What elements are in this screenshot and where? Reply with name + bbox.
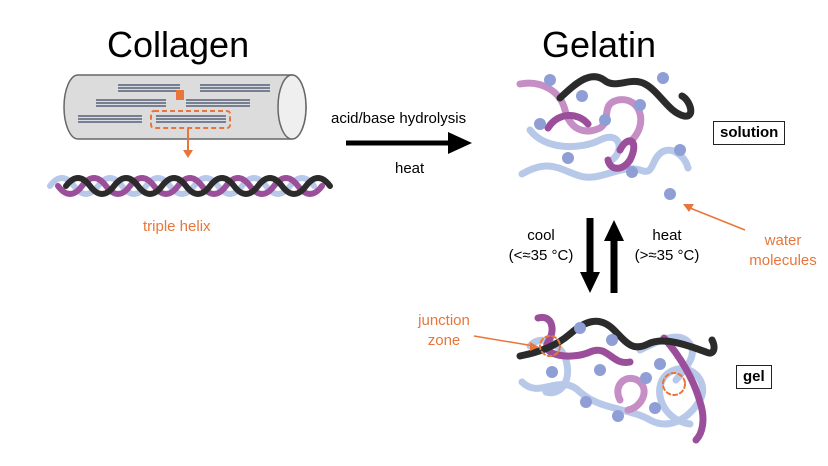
hydrolysis-arrow — [346, 132, 472, 154]
heat-forward-label: heat — [395, 160, 425, 177]
cool-temp: (<≈35 °C) — [508, 247, 574, 264]
cool-text: cool — [527, 227, 555, 244]
equilibrium-arrows — [580, 218, 624, 293]
junction-line1: junction — [418, 312, 470, 329]
junction-pointer — [473, 335, 539, 351]
heat-reverse-label: heat (>≈35 °C) — [622, 227, 712, 264]
gel-label: gel — [736, 365, 772, 389]
junction-zone-label: junction zone — [404, 312, 484, 349]
collagen-fibril — [63, 74, 307, 158]
heat-reverse-text: heat — [652, 227, 682, 244]
solution-label: solution — [713, 121, 786, 145]
junction-line2: zone — [427, 332, 461, 349]
triple-helix — [47, 175, 333, 197]
triple-helix-label: triple helix — [143, 218, 211, 235]
water-line1: water — [764, 232, 802, 249]
heat-reverse-temp: (>≈35 °C) — [634, 247, 700, 264]
gelatin-solution-cluster — [516, 72, 695, 200]
cool-label: cool (<≈35 °C) — [496, 227, 586, 264]
collagen-title: Collagen — [107, 24, 250, 65]
gelatin-title: Gelatin — [542, 24, 657, 65]
water-line2: molecules — [749, 252, 817, 269]
water-molecules-label: water molecules — [738, 232, 828, 269]
hydrolysis-label: acid/base hydrolysis — [331, 110, 467, 127]
water-pointer — [683, 204, 746, 231]
gelatin-gel-cluster — [516, 313, 718, 444]
